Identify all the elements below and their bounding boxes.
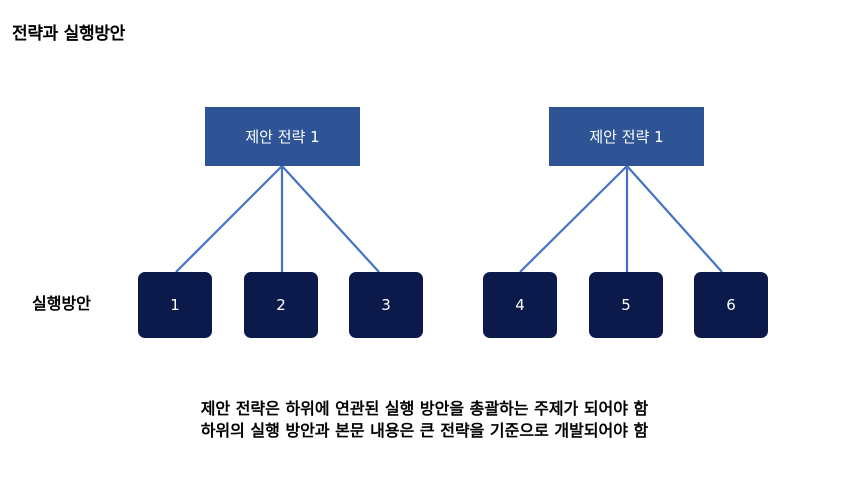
plan-box-3: 3 [349, 272, 423, 338]
plan-label: 6 [726, 296, 736, 314]
plan-label: 4 [515, 296, 525, 314]
plan-box-1: 1 [138, 272, 212, 338]
strategy-box-right: 제안 전략 1 [549, 107, 704, 166]
plan-box-4: 4 [483, 272, 557, 338]
plan-box-6: 6 [694, 272, 768, 338]
strategy-label: 제안 전략 1 [245, 128, 320, 146]
plan-label: 2 [276, 296, 286, 314]
row-label: 실행방안 [32, 294, 91, 313]
plan-box-2: 2 [244, 272, 318, 338]
plan-label: 1 [170, 296, 180, 314]
plan-label: 3 [381, 296, 391, 314]
plan-box-5: 5 [589, 272, 663, 338]
connector-line [281, 165, 380, 273]
page-title: 전략과 실행방안 [12, 24, 125, 44]
strategy-box-left: 제안 전략 1 [205, 107, 360, 166]
caption-line-1: 제안 전략은 하위에 연관된 실행 방안을 총괄하는 주제가 되어야 함 [200, 399, 649, 418]
caption: 제안 전략은 하위에 연관된 실행 방안을 총괄하는 주제가 되어야 함 하위의… [0, 398, 849, 442]
strategy-label: 제안 전략 1 [589, 128, 664, 146]
connector-line [519, 165, 628, 273]
connector-line [626, 165, 723, 273]
plan-label: 5 [621, 296, 631, 314]
connector-line [175, 165, 283, 273]
caption-line-2: 하위의 실행 방안과 본문 내용은 큰 전략을 기준으로 개발되어야 함 [200, 421, 649, 440]
